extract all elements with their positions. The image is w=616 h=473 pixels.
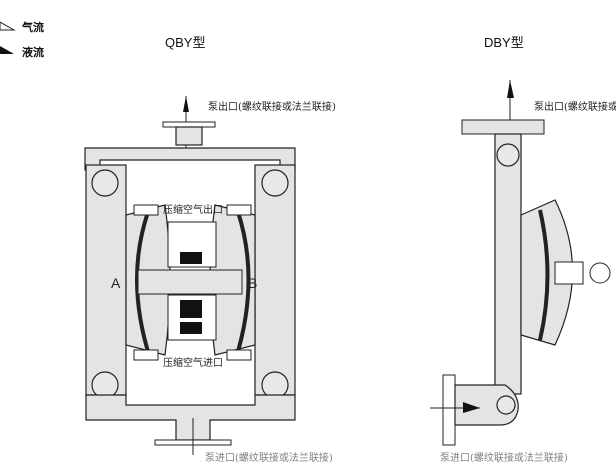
qby-title: QBY型 [165, 35, 205, 50]
legend-air-flow: 气流 [21, 20, 44, 34]
connecting-shaft [137, 269, 243, 295]
outlet-pipe [175, 126, 203, 146]
valve-spool [180, 322, 202, 334]
legend-liquid-flow: 液流 [22, 45, 44, 59]
right-column [254, 164, 296, 396]
outlet-arrow-icon [507, 80, 514, 98]
check-ball [91, 371, 119, 399]
check-ball [496, 143, 520, 167]
legend: 气流 液流 [0, 20, 44, 59]
left-column [85, 164, 127, 396]
qby-inlet-label: 泵进口(螺纹联接或法兰联接) [205, 451, 333, 464]
clamp [226, 204, 252, 216]
check-ball [91, 169, 119, 197]
vertical-pipe [494, 133, 522, 395]
chamber-a-label: A [111, 275, 121, 291]
bottom-manifold [85, 394, 296, 441]
qby-pump: QBY型 泵出口(螺纹联接或法兰联接) 压缩空气出口 压缩空气进口 [84, 35, 336, 464]
air-valve [554, 261, 584, 285]
diaphragm [538, 209, 550, 341]
clamp [226, 349, 252, 361]
dby-pump: DBY型 泵出口(螺纹联接或法兰联接) 泵进口(螺纹联接或法兰联接) [430, 35, 616, 464]
air-outlet-label: 压缩空气出口 [163, 203, 223, 216]
chamber-b-label: B [248, 275, 257, 291]
check-ball [261, 371, 289, 399]
valve-spool [180, 300, 202, 318]
outlet-flange [461, 119, 545, 135]
air-inlet-label: 压缩空气进口 [163, 356, 223, 369]
diaphragm-b [234, 211, 251, 359]
check-ball [496, 395, 516, 415]
outlet-arrow-icon [183, 96, 189, 112]
inlet-arrow-icon [463, 402, 480, 413]
diaphragm-a [134, 211, 152, 359]
clamp [133, 349, 159, 361]
qby-outlet-label: 泵出口(螺纹联接或法兰联接) [208, 100, 336, 113]
dby-inlet-label: 泵进口(螺纹联接或法兰联接) [440, 451, 568, 464]
inlet-elbow [454, 384, 519, 426]
liquid-flow-arrow-icon [0, 46, 14, 54]
air-flow-arrow-icon [0, 21, 16, 31]
outlet-flange [162, 121, 216, 128]
valve-spool [180, 252, 202, 264]
dby-outlet-label: 泵出口(螺纹联接或法兰联接) [534, 100, 616, 113]
air-port [589, 262, 611, 284]
check-ball [261, 169, 289, 197]
clamp [133, 204, 159, 216]
inlet-flange [442, 374, 456, 446]
dby-title: DBY型 [484, 35, 524, 50]
